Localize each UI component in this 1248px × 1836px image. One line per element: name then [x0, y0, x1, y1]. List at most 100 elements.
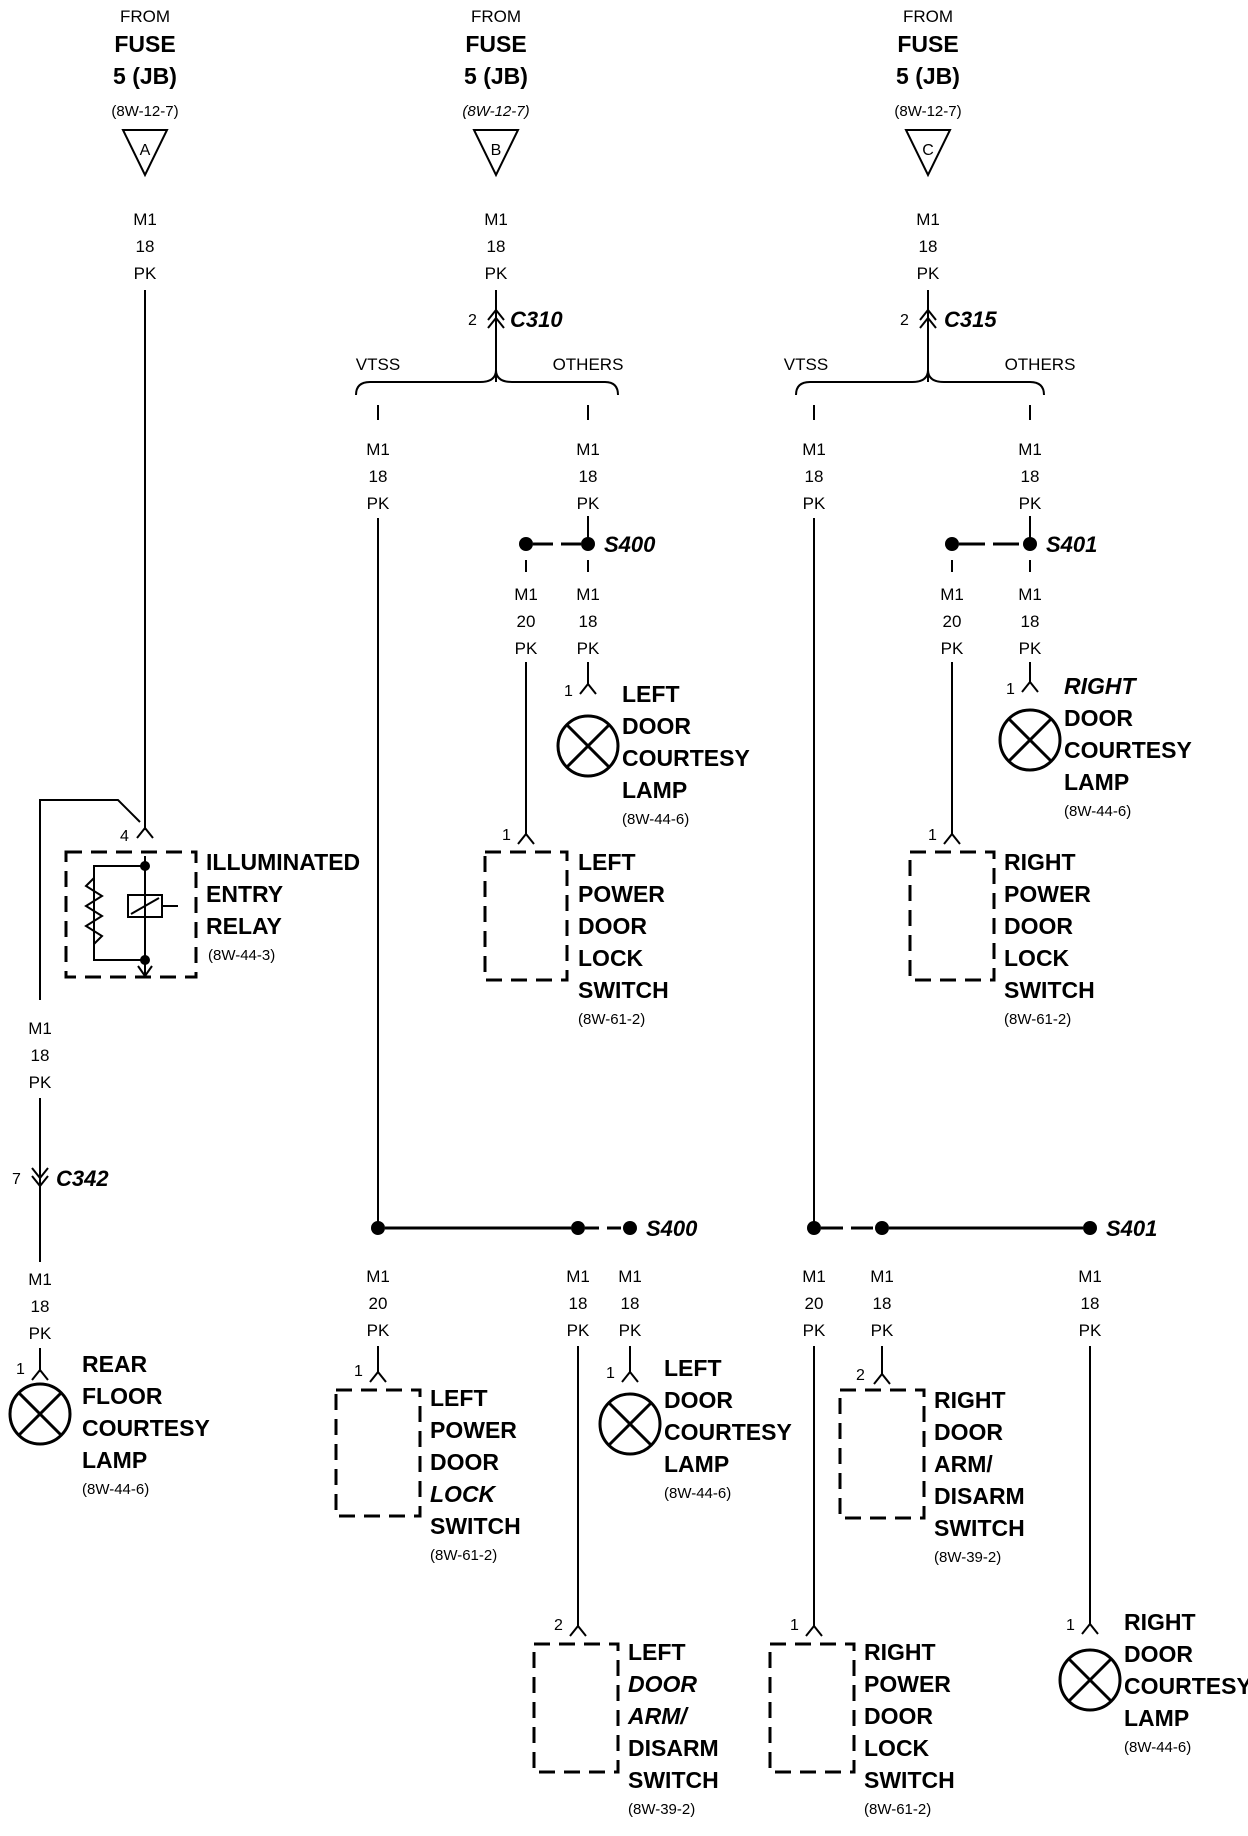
left-pdl-switch-bot-box — [334, 1388, 422, 1518]
svg-text:RIGHT: RIGHT — [864, 1639, 936, 1665]
svg-text:18: 18 — [1021, 467, 1040, 486]
svg-text:M1: M1 — [802, 1267, 826, 1286]
svg-text:M1: M1 — [566, 1267, 590, 1286]
svg-text:1: 1 — [928, 827, 937, 844]
svg-text:LAMP: LAMP — [1124, 1705, 1189, 1731]
svg-text:18: 18 — [919, 237, 938, 256]
svg-text:DOOR: DOOR — [1124, 1641, 1193, 1667]
fuse-b-letter: B — [491, 142, 502, 159]
fuse-a-ref: (8W-12-7) — [111, 103, 178, 120]
label-vtss-b: VTSS — [356, 355, 400, 374]
fuse-b-triangle-icon — [472, 129, 520, 178]
svg-text:M1: M1 — [28, 1270, 52, 1289]
wire-code-a2: M1 18 PK — [28, 1019, 52, 1092]
svg-text:M1: M1 — [1018, 440, 1042, 459]
splice-s401-bottom: S401 — [807, 1216, 1157, 1241]
svg-text:C315: C315 — [944, 307, 997, 332]
svg-text:SWITCH: SWITCH — [578, 977, 669, 1003]
svg-text:1: 1 — [606, 1365, 615, 1382]
svg-text:(8W-61-2): (8W-61-2) — [864, 1801, 931, 1818]
svg-text:PK: PK — [485, 264, 508, 283]
svg-text:DOOR: DOOR — [1064, 705, 1133, 731]
fuse-source-b: FROM FUSE 5 (JB) (8W-12-7) B — [462, 7, 530, 178]
splice-s400-top: S400 — [519, 532, 656, 557]
right-pdl-switch-top-label: RIGHT POWER DOOR LOCK SWITCH (8W-61-2) — [1004, 849, 1095, 1028]
svg-text:(8W-61-2): (8W-61-2) — [578, 1011, 645, 1028]
svg-text:RIGHT: RIGHT — [1124, 1609, 1196, 1635]
svg-text:LOCK: LOCK — [864, 1735, 930, 1761]
fuse-a-letter: A — [140, 142, 151, 159]
svg-text:SWITCH: SWITCH — [628, 1767, 719, 1793]
connector-c315: 2 C315 — [900, 307, 997, 332]
c315-connector-icon — [919, 308, 937, 329]
svg-text:(8W-61-2): (8W-61-2) — [430, 1547, 497, 1564]
svg-text:COURTESY: COURTESY — [82, 1415, 210, 1441]
svg-text:18: 18 — [621, 1294, 640, 1313]
right-door-lamp-bot-icon — [1058, 1648, 1122, 1712]
svg-text:S400: S400 — [604, 532, 656, 557]
svg-text:LAMP: LAMP — [622, 777, 687, 803]
svg-text:DOOR: DOOR — [628, 1671, 697, 1697]
wire-code-c1: M1 18 PK — [916, 210, 940, 283]
fuse-a-triangle-icon — [121, 129, 169, 178]
label-others-b: OTHERS — [553, 355, 624, 374]
wire-code-c-low-3: M1 18 PK — [1078, 1267, 1102, 1340]
svg-text:1: 1 — [1006, 681, 1015, 698]
svg-text:COURTESY: COURTESY — [1064, 737, 1192, 763]
svg-text:M1: M1 — [366, 440, 390, 459]
svg-text:DISARM: DISARM — [934, 1483, 1025, 1509]
svg-text:PK: PK — [803, 1321, 826, 1340]
svg-text:POWER: POWER — [430, 1417, 517, 1443]
svg-text:PK: PK — [1019, 639, 1042, 658]
svg-text:C310: C310 — [510, 307, 563, 332]
svg-text:PK: PK — [619, 1321, 642, 1340]
rear-lamp-pin: 1 — [16, 1361, 25, 1378]
vtss-others-brace-c — [795, 369, 1045, 396]
wire-code-b-s400-left: M1 20 PK — [514, 585, 538, 658]
relay-pin: 4 — [120, 828, 129, 845]
relay-internals — [84, 856, 178, 978]
svg-text:DOOR: DOOR — [934, 1419, 1003, 1445]
fuse-c-number: 5 (JB) — [896, 63, 960, 89]
svg-text:PK: PK — [367, 1321, 390, 1340]
svg-text:LOCK: LOCK — [430, 1481, 497, 1507]
svg-text:ILLUMINATED: ILLUMINATED — [206, 849, 360, 875]
svg-text:M1: M1 — [940, 585, 964, 604]
svg-text:18: 18 — [31, 1046, 50, 1065]
svg-text:PK: PK — [29, 1324, 52, 1343]
svg-text:RIGHT: RIGHT — [1064, 673, 1138, 699]
svg-text:18: 18 — [569, 1294, 588, 1313]
svg-text:DOOR: DOOR — [864, 1703, 933, 1729]
svg-text:M1: M1 — [576, 585, 600, 604]
svg-text:2: 2 — [554, 1617, 563, 1634]
right-pdl-switch-bot-label: RIGHT POWER DOOR LOCK SWITCH (8W-61-2) — [864, 1639, 955, 1818]
svg-text:POWER: POWER — [1004, 881, 1091, 907]
svg-text:2: 2 — [468, 312, 477, 329]
svg-text:20: 20 — [805, 1294, 824, 1313]
svg-text:M1: M1 — [28, 1019, 52, 1038]
svg-text:C342: C342 — [56, 1166, 109, 1191]
svg-text:PK: PK — [515, 639, 538, 658]
wire-code-c-low-1: M1 20 PK — [802, 1267, 826, 1340]
vtss-others-brace — [355, 369, 619, 396]
splice-s401-top: S401 — [945, 532, 1097, 557]
fuse-source-c: FROM FUSE 5 (JB) (8W-12-7) C — [894, 7, 962, 178]
wire-code-b-s400-right: M1 18 PK — [576, 585, 600, 658]
svg-text:(8W-44-6): (8W-44-6) — [1064, 803, 1131, 820]
svg-text:M1: M1 — [802, 440, 826, 459]
svg-text:2: 2 — [900, 312, 909, 329]
right-door-lamp-bot-label: RIGHT DOOR COURTESY LAMP (8W-44-6) — [1124, 1609, 1248, 1756]
left-pdl-switch-top-box — [483, 850, 569, 982]
right-pdl-switch-top-box — [908, 850, 996, 982]
wire-code-b-low-2: M1 18 PK — [566, 1267, 590, 1340]
label-vtss-c: VTSS — [784, 355, 828, 374]
wire-code-a3: M1 18 PK — [28, 1270, 52, 1343]
svg-text:M1: M1 — [1078, 1267, 1102, 1286]
svg-text:2: 2 — [856, 1367, 865, 1384]
left-arm-switch-label: LEFT DOOR ARM/ DISARM SWITCH (8W-39-2) — [627, 1639, 719, 1818]
right-door-lamp-top-label: RIGHT DOOR COURTESY LAMP (8W-44-6) — [1064, 673, 1192, 820]
fuse-c-from: FROM — [903, 7, 953, 26]
svg-text:20: 20 — [943, 612, 962, 631]
svg-text:M1: M1 — [916, 210, 940, 229]
left-door-lamp-top-label: LEFT DOOR COURTESY LAMP (8W-44-6) — [622, 681, 750, 828]
